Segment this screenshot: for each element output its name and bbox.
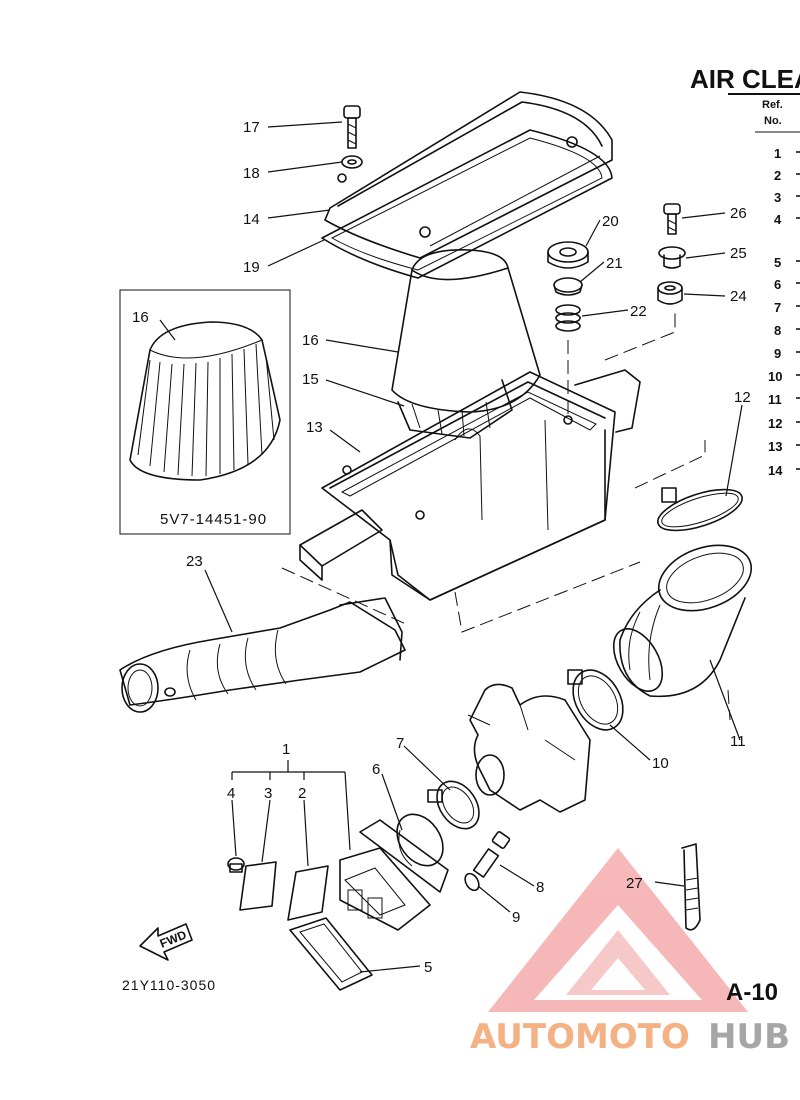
callout-23: 23 <box>186 553 203 570</box>
callout-5: 5 <box>424 959 432 976</box>
callout-18: 18 <box>243 165 260 182</box>
page-title: AIR CLEA <box>690 64 800 94</box>
callout-16: 16 <box>302 332 319 349</box>
ref-row: 7 <box>774 300 781 315</box>
callout-26: 26 <box>730 205 747 222</box>
callout-11: 11 <box>730 733 746 750</box>
cap-washer <box>341 155 363 169</box>
air-cleaner-case <box>299 369 641 601</box>
watermark-triangle-logo <box>488 848 748 1012</box>
ref-column-header: Ref. <box>762 99 783 111</box>
no-column-header: No. <box>764 115 782 127</box>
ref-row: 9 <box>774 346 781 361</box>
callout-22: 22 <box>630 303 647 320</box>
ref-row: 4 <box>774 212 782 227</box>
reed-screw <box>227 857 245 873</box>
manifold-bolt <box>472 831 511 878</box>
air-cleaner-cap <box>324 91 613 259</box>
callout-24: 24 <box>730 288 747 305</box>
callout-13: 13 <box>306 419 323 436</box>
grommet-upper <box>547 241 589 269</box>
ref-row: 10 <box>768 369 782 384</box>
reed-stopper <box>239 861 277 911</box>
reed-valve-body <box>339 847 431 931</box>
callout-1: 1 <box>282 741 290 758</box>
callout-12: 12 <box>734 389 751 406</box>
ref-row: 13 <box>768 439 782 454</box>
ref-row: 5 <box>774 255 781 270</box>
intake-manifold <box>359 813 449 893</box>
ref-row: 11 <box>768 392 782 407</box>
spring <box>555 304 581 332</box>
diagram-code: 21Y110-3050 <box>122 977 216 993</box>
inset-box: 5V7-14451-90 <box>119 289 291 535</box>
watermark-text: AUTOMOTO HUB <box>470 1017 790 1057</box>
watermark-part1: AUTOMOTO <box>470 1017 690 1057</box>
callout-3: 3 <box>264 785 272 802</box>
callout-labels: 17 18 14 19 16 16 15 13 20 21 22 26 25 2… <box>132 119 751 976</box>
ref-row: 3 <box>774 190 781 205</box>
callout-27: 27 <box>626 875 643 892</box>
collar <box>658 246 686 269</box>
callout-6: 6 <box>372 761 380 778</box>
reed-gasket <box>289 917 373 991</box>
inset-part-code: 5V7-14451-90 <box>160 511 267 528</box>
clipped-description-marks <box>796 151 800 470</box>
ref-row: 2 <box>774 168 781 183</box>
callout-20: 20 <box>602 213 619 230</box>
callout-10: 10 <box>652 755 669 772</box>
callout-7: 7 <box>396 735 404 752</box>
cap-bolt <box>343 105 361 149</box>
manifold-clamp <box>427 780 480 830</box>
callout-16-inset: 16 <box>132 309 149 326</box>
grommet-lower <box>553 277 583 296</box>
carburetor-joint <box>612 544 753 698</box>
ref-row: 6 <box>774 277 781 292</box>
filter-element <box>391 249 541 413</box>
callout-25: 25 <box>730 245 747 262</box>
carburetor-outline <box>467 683 591 813</box>
mount-grommet <box>657 281 683 305</box>
ref-row: 14 <box>768 463 783 478</box>
callout-19: 19 <box>243 259 260 276</box>
reed-petal <box>287 865 329 921</box>
ref-row: 8 <box>774 323 781 338</box>
alignment-guides <box>281 312 731 721</box>
fwd-arrow-icon: FWD <box>139 923 193 961</box>
callout-2: 2 <box>298 785 306 802</box>
ref-row: 12 <box>768 416 782 431</box>
mount-bolt <box>663 203 681 235</box>
cap-seal <box>321 129 613 279</box>
callout-8: 8 <box>536 879 544 896</box>
intake-duct <box>119 597 406 713</box>
leader-lines <box>159 121 743 973</box>
callout-15: 15 <box>302 371 319 388</box>
callout-14: 14 <box>243 211 260 228</box>
manifold-washer <box>464 872 480 892</box>
cable-band <box>681 843 701 931</box>
callout-4: 4 <box>227 785 235 802</box>
callout-17: 17 <box>243 119 260 136</box>
ref-number-column: 1 2 3 4 5 6 7 8 9 10 11 12 13 14 <box>768 146 783 478</box>
callout-21: 21 <box>606 255 623 272</box>
ref-row: 1 <box>774 146 781 161</box>
page-code: A-10 <box>726 979 778 1006</box>
callout-9: 9 <box>512 909 520 926</box>
watermark-part2: HUB <box>708 1017 790 1057</box>
joint-clamp-upper <box>657 487 743 532</box>
